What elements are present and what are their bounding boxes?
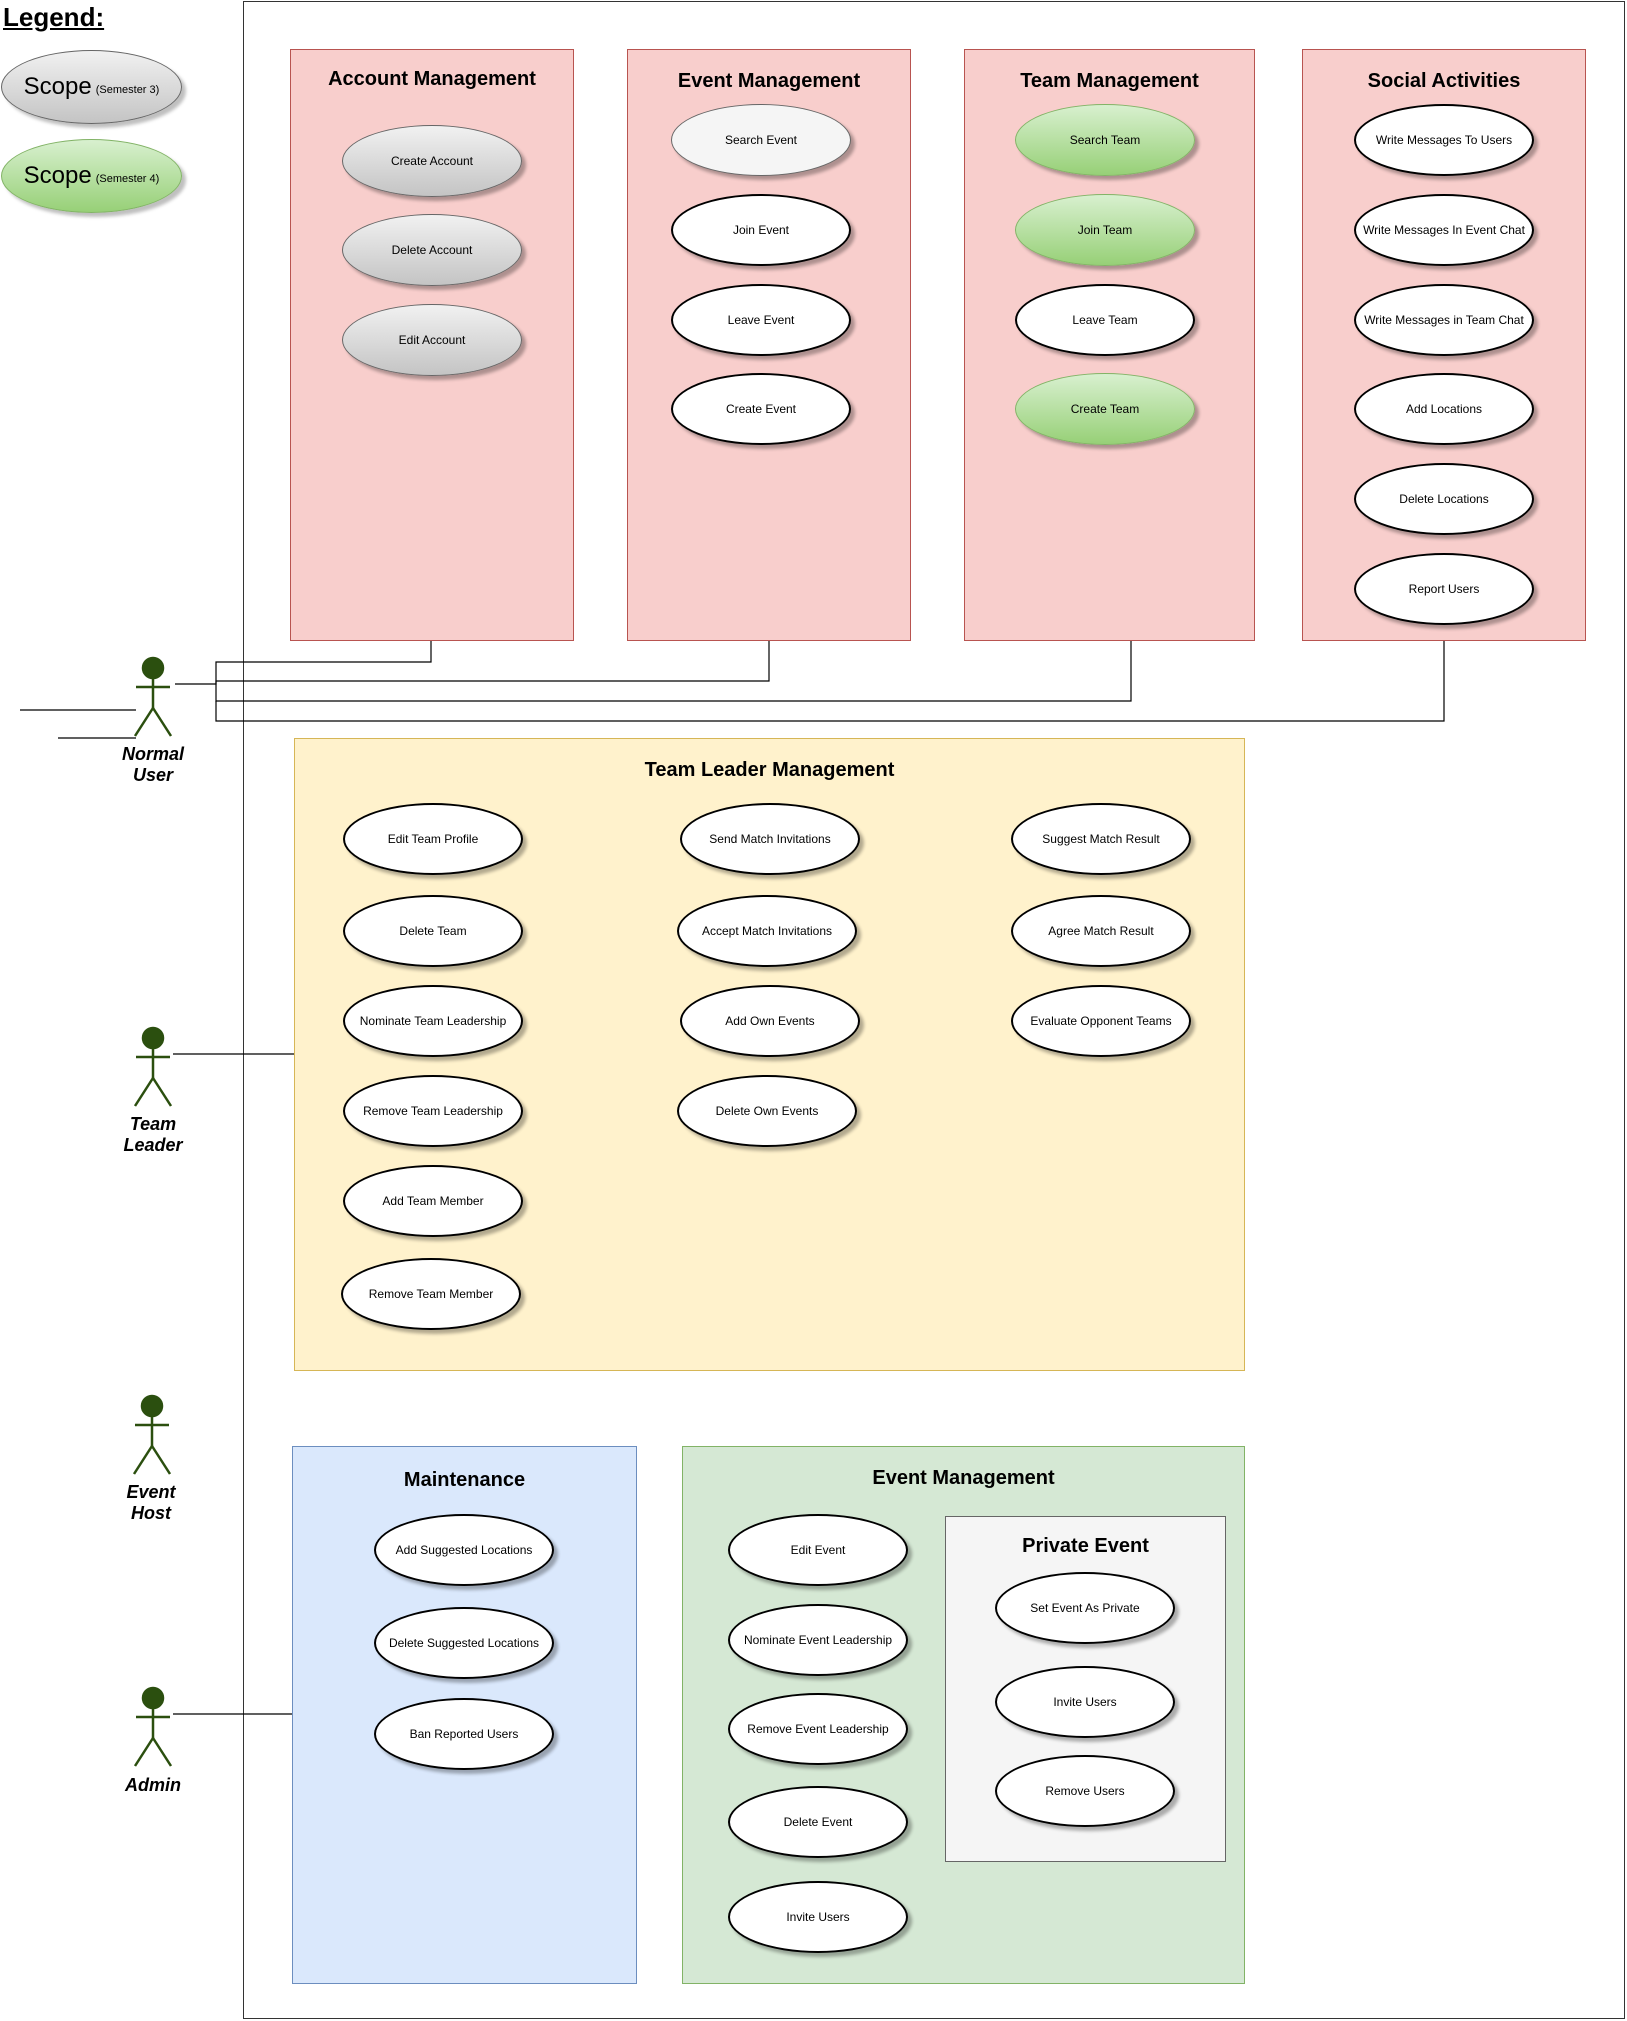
use-case-remove-team-member[interactable]: Remove Team Member xyxy=(341,1258,521,1330)
package-account-management: Account Management Create Account Delete… xyxy=(290,49,574,641)
package-social-activities: Social Activities Write Messages To User… xyxy=(1302,49,1586,641)
actor-event-host-icon[interactable] xyxy=(127,1394,181,1478)
legend-scope-label: Scope xyxy=(23,162,92,189)
use-case-edit-team-profile[interactable]: Edit Team Profile xyxy=(343,803,523,875)
use-case-nominate-team-leadership[interactable]: Nominate Team Leadership xyxy=(343,985,523,1057)
use-case-join-team[interactable]: Join Team xyxy=(1015,194,1195,266)
use-case-send-match-invitations[interactable]: Send Match Invitations xyxy=(680,803,860,875)
package-event-management: Event Management Search Event Join Event… xyxy=(627,49,911,641)
use-case-report-users[interactable]: Report Users xyxy=(1354,553,1534,625)
legend-scope-note: (Semester 4) xyxy=(95,173,160,185)
association-normal-user-account xyxy=(175,641,432,685)
legend-scope-note: (Semester 3) xyxy=(95,84,160,96)
package-title: Private Event xyxy=(1022,1535,1149,1557)
use-case-create-account[interactable]: Create Account xyxy=(342,125,522,197)
use-case-create-event[interactable]: Create Event xyxy=(671,373,851,445)
association-normal-user-social xyxy=(215,641,1445,722)
use-case-delete-own-events[interactable]: Delete Own Events xyxy=(677,1075,857,1147)
association-normal-user-event xyxy=(215,641,770,684)
legend-scope-semester-4: Scope (Semester 4) xyxy=(1,139,182,213)
use-case-delete-suggested-locations[interactable]: Delete Suggested Locations xyxy=(374,1607,554,1679)
actor-team-leader-label: Team Leader xyxy=(123,1114,183,1155)
actor-event-host-label: Event Host xyxy=(126,1482,176,1523)
use-case-add-locations[interactable]: Add Locations xyxy=(1354,373,1534,445)
package-title: Social Activities xyxy=(1367,70,1521,92)
legend-title: Legend: xyxy=(3,2,105,32)
package-title: Event Management xyxy=(872,1467,1055,1489)
use-case-join-event[interactable]: Join Event xyxy=(671,194,851,266)
use-case-write-messages-team-chat[interactable]: Write Messages in Team Chat xyxy=(1354,284,1534,356)
use-case-invite-users[interactable]: Invite Users xyxy=(728,1881,908,1953)
package-team-management: Team Management Search Team Join Team Le… xyxy=(964,49,1255,641)
legend-scope-semester-3: Scope (Semester 3) xyxy=(1,50,182,124)
use-case-ban-reported-users[interactable]: Ban Reported Users xyxy=(374,1698,554,1770)
use-case-leave-event[interactable]: Leave Event xyxy=(671,284,851,356)
package-title: Event Management xyxy=(677,70,861,92)
package-host-event-management: Event Management Edit Event Nominate Eve… xyxy=(682,1446,1245,1984)
use-case-agree-match-result[interactable]: Agree Match Result xyxy=(1011,895,1191,967)
use-case-write-messages-event-chat[interactable]: Write Messages In Event Chat xyxy=(1354,194,1534,266)
legend-scope-label: Scope xyxy=(23,73,92,100)
package-title: Account Management xyxy=(328,68,536,90)
actor-team-leader-icon[interactable] xyxy=(128,1026,182,1110)
use-case-create-team[interactable]: Create Team xyxy=(1015,373,1195,445)
actor-admin-label: Admin xyxy=(125,1775,181,1795)
actor-normal-user-icon[interactable] xyxy=(128,656,182,740)
use-case-add-suggested-locations[interactable]: Add Suggested Locations xyxy=(374,1514,554,1586)
actor-normal-user-label: Normal User xyxy=(121,744,184,785)
package-maintenance: Maintenance Add Suggested Locations Dele… xyxy=(292,1446,637,1984)
use-case-add-own-events[interactable]: Add Own Events xyxy=(680,985,860,1057)
package-title: Team Management xyxy=(1020,70,1199,92)
use-case-nominate-event-leadership[interactable]: Nominate Event Leadership xyxy=(728,1604,908,1676)
package-title: Maintenance xyxy=(403,1469,526,1491)
use-case-accept-match-invitations[interactable]: Accept Match Invitations xyxy=(677,895,857,967)
use-case-delete-account[interactable]: Delete Account xyxy=(342,214,522,286)
use-case-delete-locations[interactable]: Delete Locations xyxy=(1354,463,1534,535)
use-case-remove-team-leadership[interactable]: Remove Team Leadership xyxy=(343,1075,523,1147)
use-case-write-messages-to-users[interactable]: Write Messages To Users xyxy=(1354,104,1534,176)
use-case-delete-team[interactable]: Delete Team xyxy=(343,895,523,967)
actor-admin-icon[interactable] xyxy=(128,1686,182,1770)
use-case-search-team[interactable]: Search Team xyxy=(1015,104,1195,176)
use-case-delete-event[interactable]: Delete Event xyxy=(728,1786,908,1858)
use-case-edit-account[interactable]: Edit Account xyxy=(342,304,522,376)
association-normal-user-team xyxy=(215,641,1132,702)
package-team-leader-management: Team Leader Management Edit Team Profile… xyxy=(294,738,1245,1371)
use-case-suggest-match-result[interactable]: Suggest Match Result xyxy=(1011,803,1191,875)
use-case-search-event[interactable]: Search Event xyxy=(671,104,851,176)
use-case-evaluate-opponent-teams[interactable]: Evaluate Opponent Teams xyxy=(1011,985,1191,1057)
use-case-remove-users[interactable]: Remove Users xyxy=(995,1755,1175,1827)
package-private-event: Private Event Set Event As Private Invit… xyxy=(945,1516,1226,1862)
use-case-remove-event-leadership[interactable]: Remove Event Leadership xyxy=(728,1693,908,1765)
use-case-invite-users-private[interactable]: Invite Users xyxy=(995,1666,1175,1738)
use-case-set-event-as-private[interactable]: Set Event As Private xyxy=(995,1572,1175,1644)
use-case-leave-team[interactable]: Leave Team xyxy=(1015,284,1195,356)
package-title: Team Leader Management xyxy=(644,759,895,781)
use-case-add-team-member[interactable]: Add Team Member xyxy=(343,1165,523,1237)
use-case-edit-event[interactable]: Edit Event xyxy=(728,1514,908,1586)
